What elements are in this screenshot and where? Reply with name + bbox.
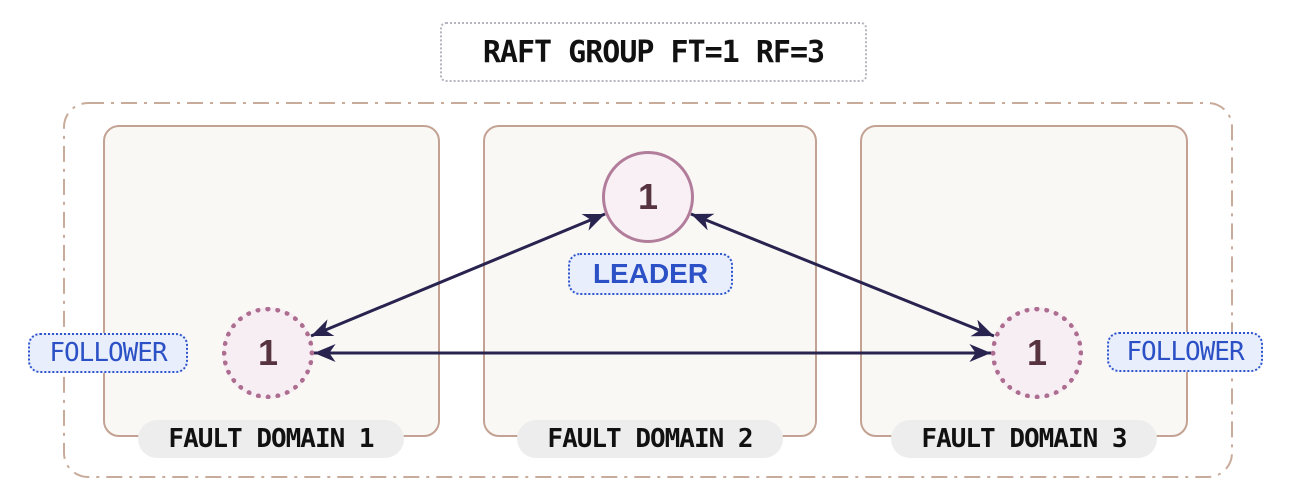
node-id: 1: [637, 176, 659, 217]
node-id: 1: [1026, 332, 1048, 373]
raft-group-title-box: RAFT GROUP FT=1 RF=3: [440, 22, 867, 82]
follower-node-domain3: 1: [991, 307, 1083, 399]
leader-badge: LEADER: [568, 253, 733, 295]
follower-node-domain1: 1: [222, 307, 314, 399]
fault-domain-2-label: FAULT DOMAIN 2: [517, 420, 783, 458]
fault-domain-3-label: FAULT DOMAIN 3: [891, 420, 1157, 458]
node-id: 1: [257, 332, 279, 373]
fault-domain-1-label: FAULT DOMAIN 1: [138, 420, 404, 458]
follower-badge-left: FOLLOWER: [28, 333, 188, 373]
raft-group-title-label: RAFT GROUP FT=1 RF=3: [482, 34, 825, 70]
leader-node-domain2: 1: [602, 151, 694, 243]
follower-badge-right: FOLLOWER: [1107, 332, 1263, 372]
